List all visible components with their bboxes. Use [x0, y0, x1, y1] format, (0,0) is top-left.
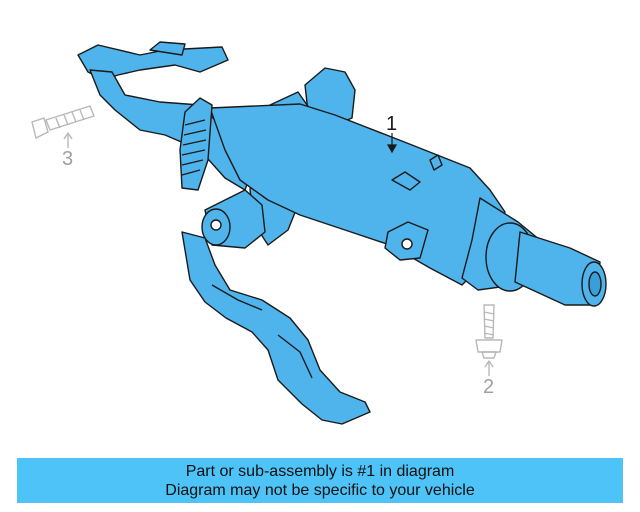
callout-leader-1 — [386, 133, 398, 154]
info-banner: Part or sub-assembly is #1 in diagram Di… — [17, 458, 623, 503]
bolt-2-icon[interactable] — [475, 304, 503, 376]
callout-1: 1 — [386, 113, 398, 135]
callout-2: 2 — [483, 376, 495, 398]
banner-line-2: Diagram may not be specific to your vehi… — [165, 481, 475, 499]
callout-3: 3 — [62, 148, 74, 170]
bolt-3-icon[interactable] — [31, 105, 95, 148]
banner-line-1: Part or sub-assembly is #1 in diagram — [185, 462, 455, 480]
steering-column-assembly[interactable] — [77, 41, 607, 425]
